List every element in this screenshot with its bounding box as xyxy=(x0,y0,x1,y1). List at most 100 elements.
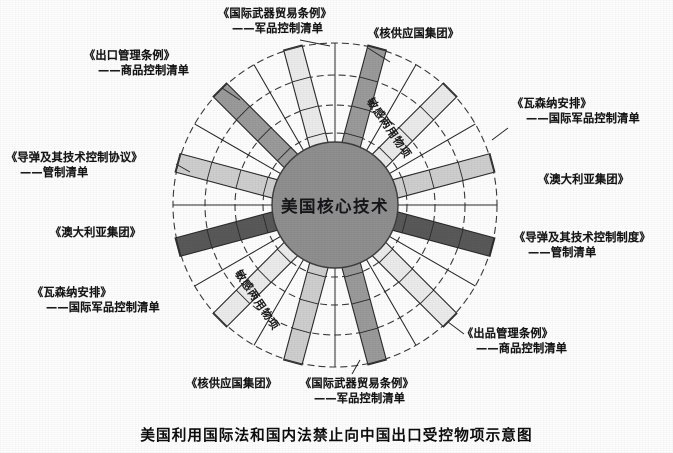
leader-line-group xyxy=(175,39,509,375)
spoke-ring-tick xyxy=(398,268,413,283)
sector-divider xyxy=(387,235,476,287)
sector-divider xyxy=(387,123,476,175)
core-circle xyxy=(271,141,399,269)
callout-left-lower-line1: 《瓦森纳安排》 xyxy=(32,286,112,299)
spoke-ring-tick xyxy=(262,214,269,233)
spoke-ring-tick xyxy=(283,358,303,365)
spoke-ring-tick xyxy=(277,147,292,162)
spoke-ring-tick xyxy=(488,153,495,173)
spoke-ring-tick xyxy=(299,298,319,305)
leader-left-upper xyxy=(175,163,191,173)
spoke-ring-tick xyxy=(213,312,228,327)
callout-top-right: 《核供应国集团》 xyxy=(368,26,459,41)
spoke-ring-tick xyxy=(428,221,435,241)
spoke-ring-tick xyxy=(299,105,319,112)
callout-left-mid: 《澳大利亚集团》 xyxy=(50,225,141,240)
spoke-ring-tick xyxy=(235,169,242,189)
callout-bottom-right-line1: 《出品管理条例》 xyxy=(462,327,554,340)
callout-right-lower-line2: ——管制清单 xyxy=(528,246,597,260)
callout-left-upper-line1: 《导弹及其技术控制协议》 xyxy=(6,151,143,164)
radial-spoke xyxy=(212,82,301,171)
callout-top-left: 《出口管理条例》 ——商品控制清单 xyxy=(84,48,189,78)
callout-right-upper-line1: 《瓦森纳安排》 xyxy=(512,97,592,110)
callout-bottom-left: 《核供应国集团》 xyxy=(186,376,277,391)
spoke-ring-tick xyxy=(175,237,182,257)
callout-right-mid: 《澳大利亚集团》 xyxy=(538,172,629,187)
radial-spoke xyxy=(340,44,388,152)
spoke-ring-tick xyxy=(307,271,326,278)
sector-divider xyxy=(194,123,283,175)
spoke-ring-tick xyxy=(419,106,434,121)
spoke-ring-tick xyxy=(351,298,371,305)
spoke-ring-tick xyxy=(257,268,272,283)
spoke-ring-tick xyxy=(401,214,408,233)
spoke-ring-tick xyxy=(344,132,363,139)
spoke-ring-tick xyxy=(401,177,408,196)
spoke-ring-tick xyxy=(419,289,434,304)
callout-bottom-right-line2: ——商品控制清单 xyxy=(476,342,568,356)
spoke-ring-tick xyxy=(277,248,292,263)
radial-spoke xyxy=(369,239,458,328)
spoke-ring-tick xyxy=(292,76,311,83)
spoke-ring-tick xyxy=(367,358,387,365)
spoke-ring-tick xyxy=(344,271,363,278)
spoke-ring-tick xyxy=(235,221,242,241)
radial-spoke xyxy=(282,44,330,152)
sector-divider xyxy=(253,64,305,153)
spoke-ring-tick xyxy=(175,153,182,173)
callout-left-lower-line2: ——国际军品控制清单 xyxy=(46,301,160,315)
leader-top-center xyxy=(299,39,331,47)
callout-right-upper: 《瓦森纳安排》 ——国际军品控制清单 xyxy=(512,96,640,126)
spoke-ring-tick xyxy=(457,229,464,248)
leader-top-left xyxy=(221,87,241,101)
radial-spoke xyxy=(388,210,496,258)
spoke-group xyxy=(174,44,496,366)
spoke-ring-tick xyxy=(488,237,495,257)
spoke-ring-tick xyxy=(398,127,413,142)
radial-spoke xyxy=(282,258,330,366)
spoke-ring-tick xyxy=(378,147,393,162)
spoke-ring-tick xyxy=(457,162,464,181)
spoke-ring-tick xyxy=(283,45,303,52)
sector-divider xyxy=(365,257,417,346)
spoke-ring-tick xyxy=(442,312,457,327)
spoke-ring-tick xyxy=(359,76,378,83)
radial-spoke xyxy=(212,239,301,328)
sector-divider xyxy=(194,235,283,287)
callout-top-left-line1: 《出口管理条例》 xyxy=(84,49,176,62)
callout-bottom-center-line2: ——军品控制清单 xyxy=(314,392,406,406)
spoke-ring-tick xyxy=(442,83,457,98)
spoke-ring-tick xyxy=(236,106,251,121)
callout-bottom-left-line1: 《核供应国集团》 xyxy=(186,377,278,390)
sector-divider xyxy=(253,257,305,346)
callout-top-center: 《国际武器贸易条例》 ——军品控制清单 xyxy=(218,6,332,36)
callout-right-lower-line1: 《导弹及其技术控制制度》 xyxy=(514,231,651,244)
callout-left-upper-line2: ——管制清单 xyxy=(20,166,89,180)
spoke-ring-tick xyxy=(206,229,213,248)
leader-bottom-center xyxy=(351,359,361,375)
sector-divider xyxy=(365,64,417,153)
callout-top-right-line1: 《核供应国集团》 xyxy=(368,27,460,40)
leader-top-right xyxy=(367,47,391,63)
radial-spoke xyxy=(174,152,282,200)
callout-top-left-line2: ——商品控制清单 xyxy=(98,64,190,78)
callout-top-center-line1: 《国际武器贸易条例》 xyxy=(218,7,332,20)
callout-right-upper-line2: ——国际军品控制清单 xyxy=(526,112,640,126)
spoke-ring-tick xyxy=(206,162,213,181)
leader-bottom-right xyxy=(447,321,465,335)
callout-left-lower: 《瓦森纳安排》 ——国际军品控制清单 xyxy=(32,285,160,315)
spoke-ring-tick xyxy=(262,177,269,196)
spoke-ring-tick xyxy=(292,327,311,334)
callout-top-center-line2: ——军品控制清单 xyxy=(232,22,324,36)
spoke-ring-tick xyxy=(351,105,371,112)
spoke-ring-tick xyxy=(307,132,326,139)
spoke-ring-tick xyxy=(378,248,393,263)
spoke-ring-tick xyxy=(236,289,251,304)
callout-right-lower: 《导弹及其技术控制制度》 ——管制清单 xyxy=(514,230,651,260)
spoke-ring-tick xyxy=(359,327,378,334)
sector-divider-group xyxy=(173,43,497,367)
radial-spoke xyxy=(174,210,282,258)
callout-bottom-center-line1: 《国际武器贸易条例》 xyxy=(300,377,414,390)
